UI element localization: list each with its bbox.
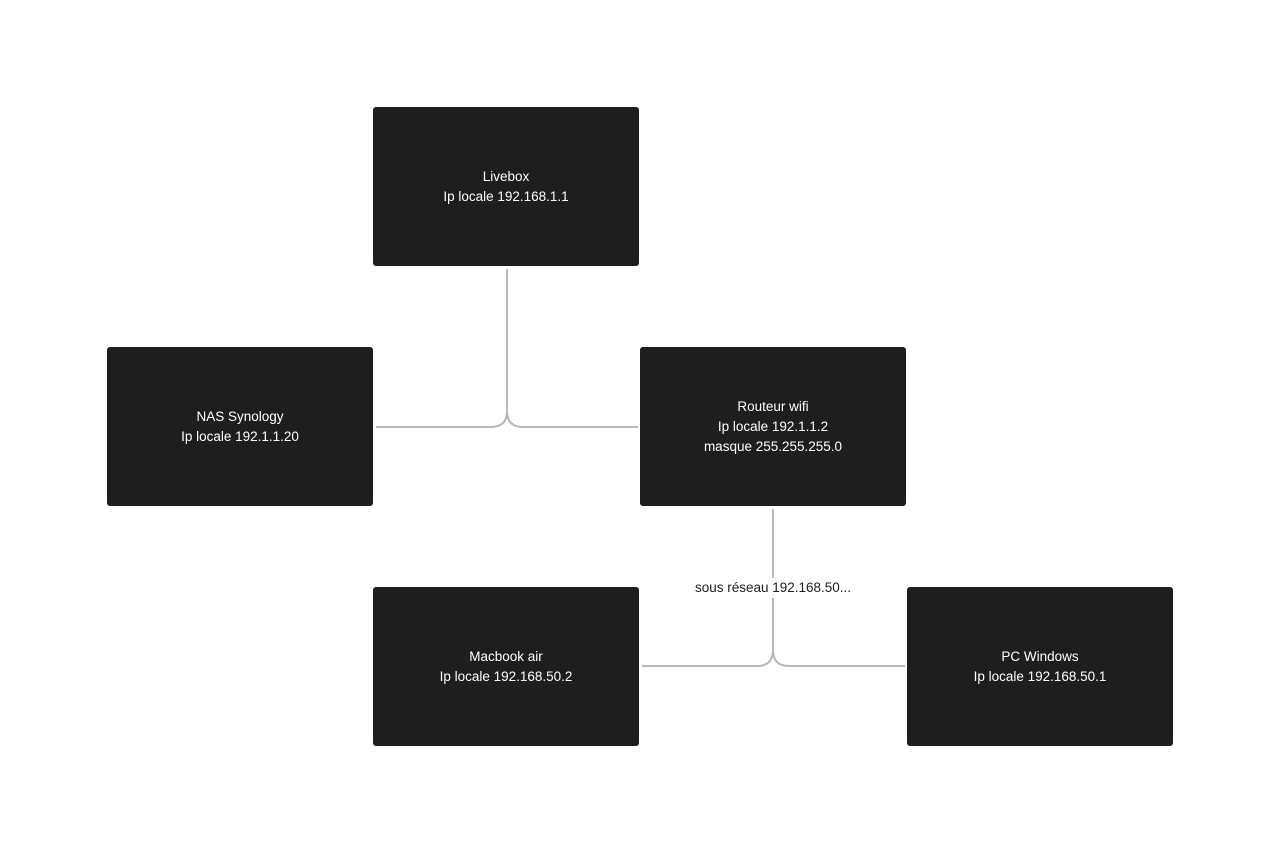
node-macbook-ip: Ip locale 192.168.50.2 bbox=[439, 668, 573, 684]
node-nas-synology[interactable]: NAS Synology Ip locale 192.1.1.20 bbox=[107, 347, 373, 506]
node-macbook-air[interactable]: Macbook air Ip locale 192.168.50.2 bbox=[373, 587, 639, 746]
node-pc-ip: Ip locale 192.168.50.1 bbox=[973, 668, 1107, 684]
node-nas-ip: Ip locale 192.1.1.20 bbox=[181, 428, 299, 444]
node-pc-title: PC Windows bbox=[1001, 648, 1079, 664]
node-routeur-title: Routeur wifi bbox=[737, 398, 809, 414]
node-routeur-wifi[interactable]: Routeur wifi Ip locale 192.1.1.2 masque … bbox=[640, 347, 906, 506]
connector-livebox-routeur bbox=[506, 410, 638, 428]
node-livebox-title: Livebox bbox=[482, 168, 530, 184]
subnet-edge-label: sous réseau 192.168.50... bbox=[673, 578, 873, 598]
node-macbook-title: Macbook air bbox=[469, 648, 543, 664]
connector-routeur-pc bbox=[772, 649, 905, 667]
node-livebox[interactable]: Livebox Ip locale 192.168.1.1 bbox=[373, 107, 639, 266]
connector-livebox-trunk bbox=[376, 269, 508, 428]
node-livebox-ip: Ip locale 192.168.1.1 bbox=[443, 188, 569, 204]
node-routeur-ip: Ip locale 192.1.1.2 bbox=[717, 418, 829, 434]
node-routeur-mask: masque 255.255.255.0 bbox=[703, 438, 843, 454]
node-pc-windows[interactable]: PC Windows Ip locale 192.168.50.1 bbox=[907, 587, 1173, 746]
node-nas-title: NAS Synology bbox=[196, 408, 284, 424]
